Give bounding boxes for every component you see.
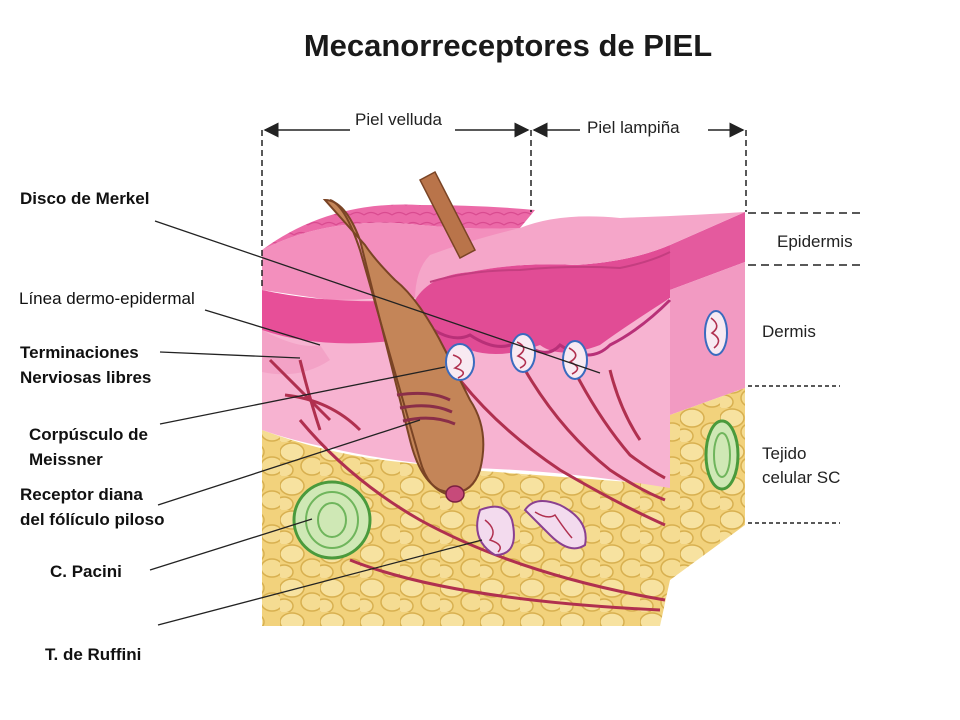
merkel-label: Disco de Merkel — [20, 189, 150, 208]
block-side-face — [670, 212, 745, 580]
piel-velluda-label: Piel velluda — [355, 110, 442, 129]
free-nerve-endings-label: Terminaciones Nerviosas libres — [20, 340, 151, 390]
meissner-label: Corpúsculo de Meissner — [29, 422, 148, 472]
leader-lines — [149, 220, 601, 626]
ruffini-endings — [476, 500, 587, 557]
meissner-fibers — [452, 317, 720, 379]
page-title: Mecanorreceptores de PIEL — [303, 28, 713, 63]
free-endings-line2: Nerviosas libres — [20, 368, 152, 387]
hair-follicle — [322, 170, 485, 503]
follicle-receptor-label: Receptor diana del fólículo piloso — [20, 482, 165, 532]
dermo-epidermal-label: Línea dermo-epidermal — [19, 289, 195, 308]
epidermis-label: Epidermis — [777, 232, 853, 251]
pacinian-corpuscles — [292, 419, 740, 560]
glabrous-epidermis — [415, 212, 745, 357]
tejido-label: Tejido celular SC — [762, 442, 840, 490]
follicle-line1: Receptor diana — [20, 485, 143, 504]
tejido-line2: celular SC — [762, 468, 841, 487]
dimension-lines — [261, 122, 862, 524]
tejido-line1: Tejido — [762, 444, 807, 463]
pacini-label: C. Pacini — [50, 562, 122, 581]
ruffini-label: T. de Ruffini — [45, 645, 142, 664]
meissner-corpuscles — [445, 310, 728, 381]
meissner-line1: Corpúsculo de — [29, 425, 149, 444]
follicle-line2: del fólículo piloso — [20, 510, 165, 529]
nerve-fibers — [268, 358, 666, 612]
free-endings-line1: Terminaciones — [20, 343, 139, 362]
dermis-label: Dermis — [762, 322, 816, 341]
piel-lampina-label: Piel lampiña — [587, 118, 680, 137]
meissner-line2: Meissner — [29, 450, 103, 469]
